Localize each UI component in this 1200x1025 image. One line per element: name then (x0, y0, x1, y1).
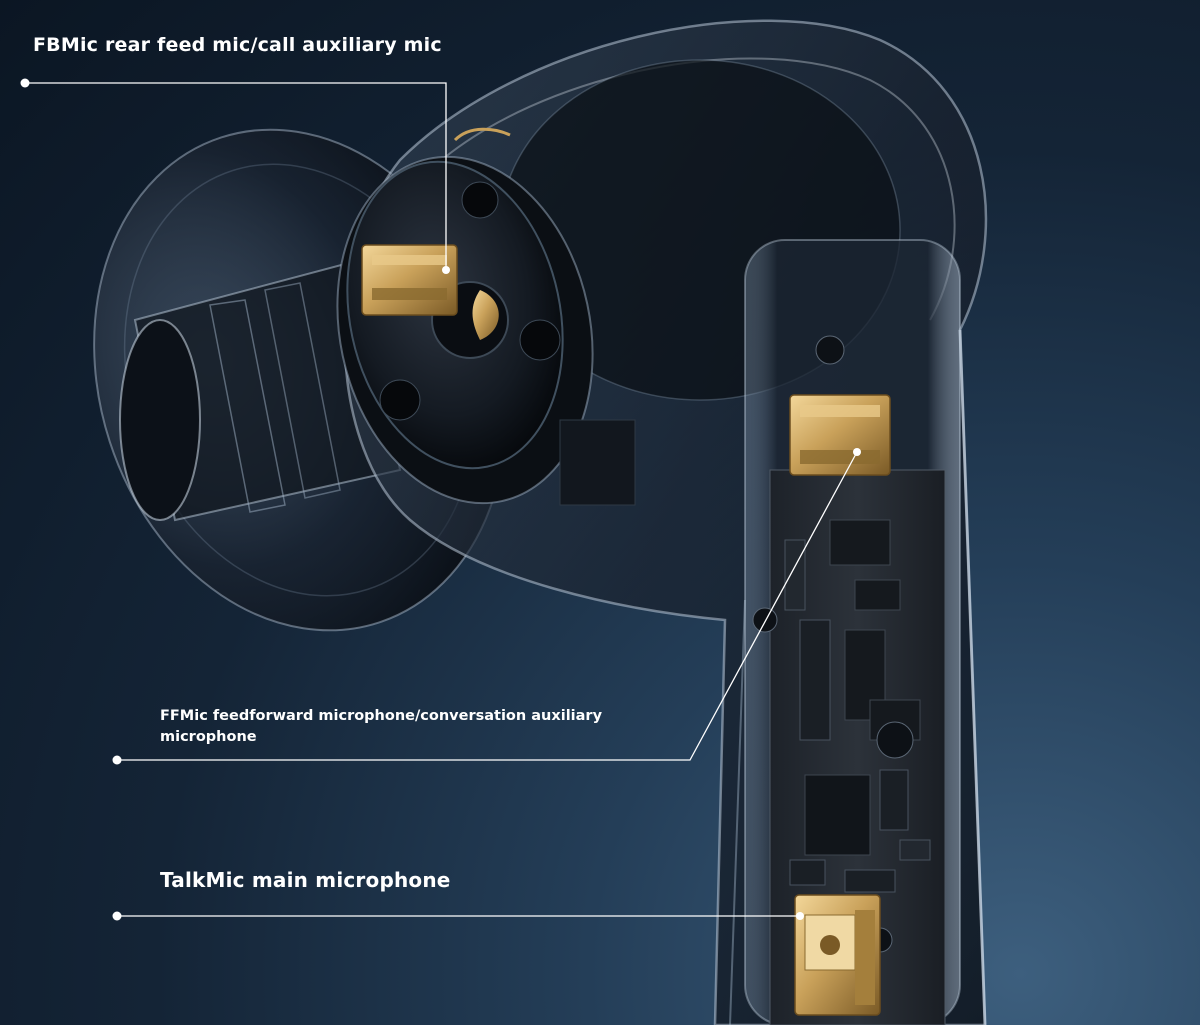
fbmic-label: FBMic rear feed mic/call auxiliary mic (33, 34, 442, 56)
talkmic-leader-line (112, 911, 804, 921)
driver-port (461, 181, 499, 219)
fbmic-leader-line (20, 78, 450, 274)
ffmic-label: FFMic feedforward microphone/conversatio… (160, 708, 603, 745)
ffmic-leader-line (112, 448, 861, 765)
fbmic-component (361, 127, 511, 316)
talkmic-component (794, 894, 881, 1016)
nozzle (119, 258, 402, 522)
talkmic-label: TalkMic main microphone (160, 868, 451, 892)
ffmic-component (789, 394, 891, 476)
driver-port (519, 319, 561, 361)
driver-port (379, 379, 421, 421)
